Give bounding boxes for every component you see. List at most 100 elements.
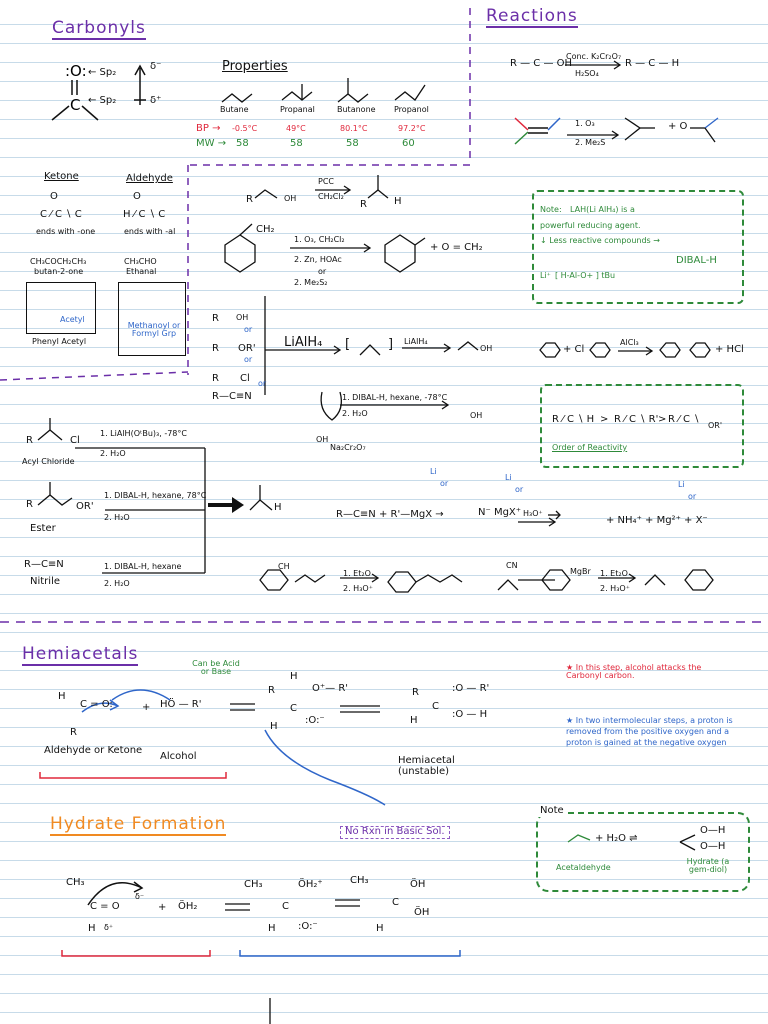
svg-text:C: C — [70, 96, 80, 114]
hydrate-note-box — [536, 812, 750, 892]
property-compound: Butanone — [337, 105, 376, 114]
mw-value: 58 — [290, 138, 303, 149]
grignard-mgbr: MgBr — [570, 567, 591, 576]
oxidation-reagent: Conc. K₂Cr₂O₇ — [566, 52, 622, 61]
acyl-step1: 1. LiAlH(OᵗBu)₃, -78°C — [100, 429, 187, 438]
aldehyde-box — [118, 282, 186, 356]
bp-value: 49°C — [286, 124, 306, 133]
na2cr-reagent: Na₂Cr₂O₇ — [330, 443, 366, 452]
mw-value: 60 — [402, 138, 415, 149]
grignard-step2b: 2. H₃O⁺ — [600, 584, 630, 593]
bp-label: BP → — [196, 123, 221, 134]
grignard-equation: R—C≡N + R'—MgX → — [336, 509, 444, 520]
mw-label: MW → — [196, 138, 227, 149]
lah-note-text1: LAH(Li AlH₄) is a — [570, 205, 635, 214]
ozonolysis-step1: 1. O₃ — [575, 119, 595, 128]
ch2-label: CH₂ — [256, 224, 275, 235]
grignard-workup: H₃O⁺ — [523, 509, 543, 518]
no-rxn-note: No Rxn in Basic Sol. — [340, 826, 450, 839]
alcohol-formula: HÖ — R' — [160, 699, 202, 710]
lactone-dibal-step2: 2. H₂O — [342, 409, 368, 418]
nitrile-formula-top: R—C≡N — [212, 391, 252, 402]
or-label-1: or — [440, 479, 449, 488]
aldehyde-example-name: Ethanal — [126, 267, 157, 276]
aldehyde-ending: ends with -al — [124, 227, 176, 236]
li-label: Li⁺ — [540, 271, 551, 280]
ketone-box — [26, 282, 96, 334]
li-label-3: Li — [678, 480, 685, 489]
hcl-product: + HCl — [715, 344, 744, 355]
nitrile-formula: R—C≡N — [24, 559, 64, 570]
ketone-name: Phenyl Acetyl — [32, 337, 87, 346]
sp2-label-mid: ← Sp₂ — [88, 95, 117, 106]
hydrate-note-label: Note — [538, 805, 566, 817]
property-compound: Propanal — [280, 105, 315, 114]
grignard-step2a: 2. H₃O⁺ — [343, 584, 373, 593]
svg-text::O:: :O: — [65, 62, 87, 80]
lah-note-label: Note: — [540, 205, 562, 214]
or-label-3: or — [688, 492, 697, 501]
alcl3-reagent: AlCl₃ — [620, 338, 639, 347]
or-label: or — [244, 325, 253, 334]
hydrate-note-equation: + H₂O ⇌ — [595, 833, 638, 844]
nitrile-step1: 1. DIBAL-H, hexane — [104, 562, 182, 571]
ester-step2: 2. H₂O — [104, 513, 130, 522]
lialh4-reagent: LiAlH₄ — [284, 335, 323, 350]
ozone-step: 2. Me₂S₂ — [294, 278, 328, 287]
li-label-2: Li — [505, 473, 512, 482]
tbuo-label: [ H-Al-O+ ] tBu — [555, 271, 616, 280]
ozonolysis-step2: 2. Me₂S — [575, 138, 606, 147]
ketone-group: Acetyl — [60, 315, 85, 324]
sp2-label-top: ← Sp₂ — [88, 67, 117, 78]
ch3-label: CH₃ — [66, 877, 85, 888]
grignard-ch: CH — [278, 562, 290, 571]
bp-value: 80.1°C — [340, 124, 368, 133]
or-label: or — [258, 379, 267, 388]
properties-title: Properties — [222, 59, 288, 74]
pcc-reagent: PCC — [318, 177, 334, 186]
catalyst-note: Can be Acid or Base — [192, 659, 240, 677]
grignard-step1b: 1. Et₂O — [600, 569, 628, 578]
ester-step1: 1. DIBAL-H, hexane, 78°C — [104, 491, 207, 500]
mw-value: 58 — [346, 138, 359, 149]
delta-minus-label: δ⁻ — [150, 61, 162, 72]
lactone-dibal-step1: 1. DIBAL-H, hexane, -78°C — [342, 393, 448, 402]
step-note-red: ★ In this step, alcohol attacks the Carb… — [566, 663, 702, 681]
li-label-1: Li — [430, 467, 437, 476]
oxidation-reagent-acid: H₂SO₄ — [575, 69, 599, 78]
aldehyde-group: Methanoyl or Formyl Grp — [127, 321, 181, 339]
ketone-example-name: butan-2-one — [34, 267, 84, 276]
delta-plus-label: δ⁺ — [150, 95, 162, 106]
dibal-label: DIBAL-H — [676, 255, 717, 266]
lah-note-text2: powerful reducing agent. — [540, 221, 641, 230]
lialh4-small: LiAlH₄ — [404, 337, 428, 346]
hemiacetals-heading: Hemiacetals — [22, 644, 139, 666]
nitrile-step2: 2. H₂O — [104, 579, 130, 588]
carbonyls-heading: Carbonyls — [52, 18, 146, 40]
property-compound: Propanol — [394, 105, 429, 114]
ketone-title: Ketone — [44, 171, 79, 182]
mw-value: 58 — [236, 138, 249, 149]
acyl-step2: 2. H₂O — [100, 449, 126, 458]
alcohol-label: Alcohol — [160, 751, 197, 762]
reactivity-or: OR' — [708, 421, 723, 430]
lah-note-box — [532, 190, 744, 304]
aldehyde-ketone-label: Aldehyde or Ketone — [44, 745, 143, 756]
lah-note-text3: ↓ Less reactive compounds → — [540, 236, 660, 245]
ketone-example-formula: CH₃COCH₂CH₃ — [30, 257, 87, 266]
ozone-step: 1. O₃, CH₂Cl₂ — [294, 235, 345, 244]
grignard-step1a: 1. Et₂O — [343, 569, 371, 578]
reactivity-box — [540, 384, 744, 468]
acyl-chloride-label: Acyl Chloride — [22, 457, 75, 466]
reactions-heading: Reactions — [486, 6, 578, 28]
reactivity-title: Order of Reactivity — [552, 443, 628, 452]
hydrate-formation-heading: Hydrate Formation — [50, 814, 227, 836]
acetaldehyde-label: Acetaldehyde — [556, 863, 611, 872]
grignard-products: + NH₄⁺ + Mg²⁺ + X⁻ — [606, 515, 708, 526]
property-compound: Butane — [220, 105, 249, 114]
bp-value: 97.2°C — [398, 124, 426, 133]
pcc-solvent: CH₂Cl₂ — [318, 192, 344, 201]
grignard-cn: CN — [506, 561, 518, 570]
